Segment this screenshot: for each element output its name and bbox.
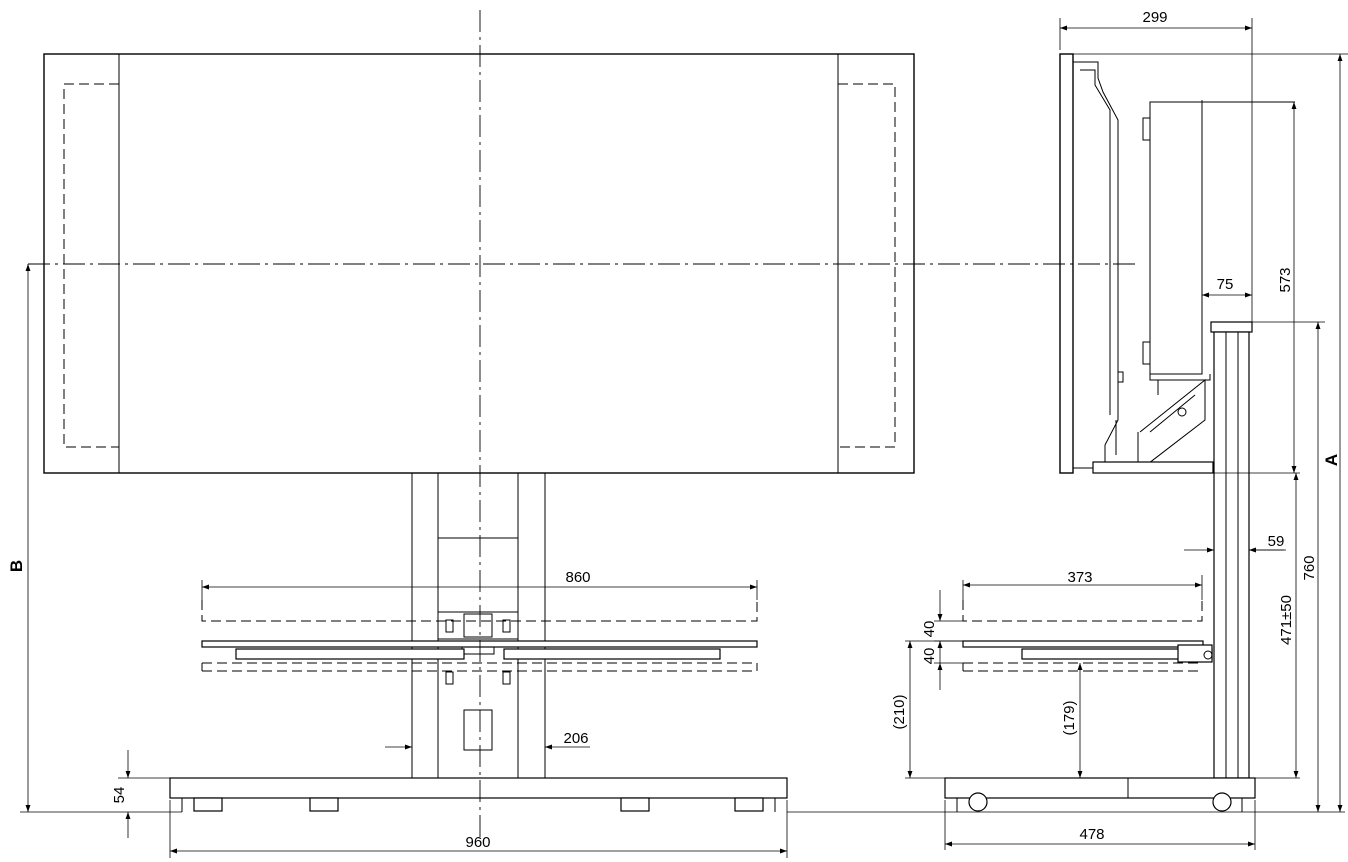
label-panel-height: 573 — [1277, 267, 1294, 292]
label-height-b: B — [7, 560, 26, 572]
front-tv-right-hidden — [838, 83, 896, 448]
label-top-depth: 299 — [1142, 9, 1167, 26]
front-shelves — [201, 600, 758, 672]
label-column-width: 59 — [1268, 533, 1285, 550]
front-tv-left-hidden — [63, 83, 119, 448]
side-base — [944, 777, 1256, 812]
side-mount-box — [1149, 101, 1203, 375]
dimension-lines — [20, 18, 1348, 858]
side-column-cap — [1210, 321, 1253, 333]
label-shelf-width-front: 860 — [565, 569, 590, 586]
label-height-a: A — [1322, 454, 1341, 466]
label-shelf-depth-side: 373 — [1067, 569, 1092, 586]
front-column — [411, 473, 546, 778]
side-column — [1213, 331, 1250, 779]
front-base — [169, 777, 788, 812]
front-view — [43, 10, 915, 840]
label-column-width-front: 206 — [563, 730, 588, 747]
label-bottom-clearance-shelf: (179) — [1061, 700, 1078, 735]
label-shelf-spacing-lower: 40 — [921, 648, 938, 665]
dimension-labels: 299 573 75 A 760 471±50 59 373 40 40 (21… — [7, 9, 1341, 851]
label-base-width: 960 — [465, 834, 490, 851]
front-tv-outline — [43, 53, 915, 474]
label-total-height: 760 — [1301, 555, 1318, 580]
side-shelves — [962, 600, 1213, 672]
label-adjustable-height: 471±50 — [1278, 595, 1295, 645]
label-base-depth: 478 — [1079, 826, 1104, 843]
label-base-height: 54 — [111, 787, 128, 804]
label-shelf-spacing-upper: 40 — [921, 621, 938, 638]
side-tv-panel — [1059, 53, 1074, 474]
side-view — [944, 53, 1295, 812]
label-bracket-offset: 75 — [1217, 276, 1234, 293]
label-bottom-clearance-total: (210) — [891, 694, 908, 729]
